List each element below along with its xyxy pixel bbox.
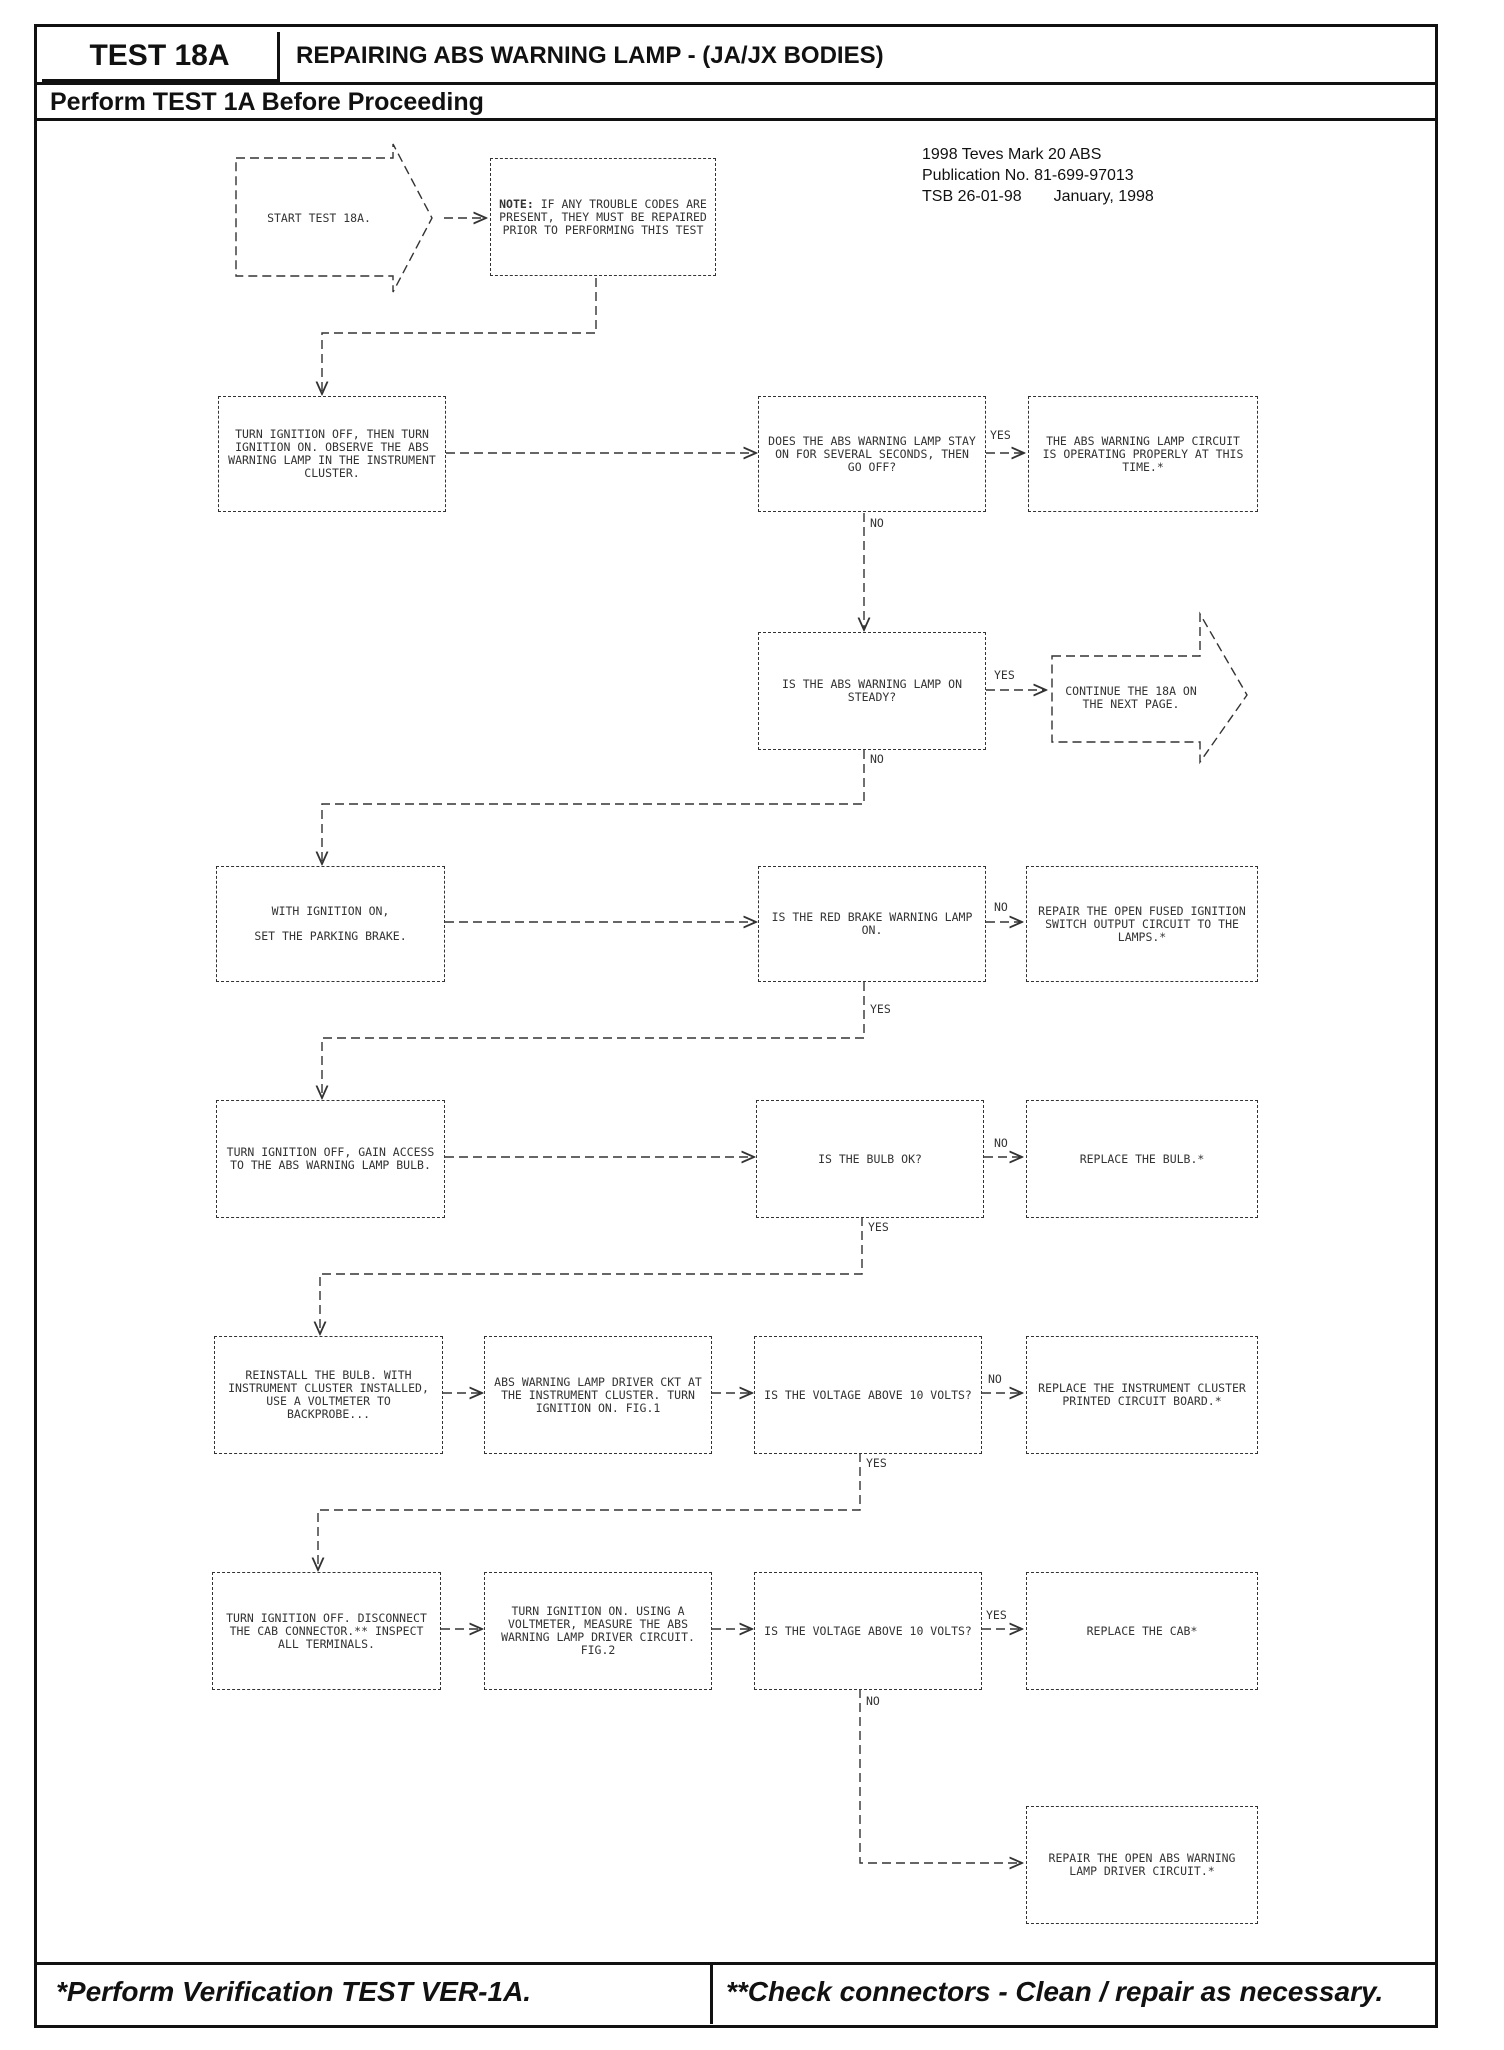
q5-no-label: NO: [988, 1372, 1002, 1386]
q6-yes-label: YES: [986, 1608, 1007, 1622]
start-arrow-shape: [235, 143, 433, 293]
q4-no-label: NO: [994, 1136, 1008, 1150]
pub-line2: Publication No. 81-699-97013: [922, 167, 1134, 184]
q5-yes-label: YES: [866, 1456, 887, 1470]
r3-box: REPAIR THE OPEN FUSED IGNITION SWITCH OU…: [1026, 866, 1258, 982]
note-label: NOTE:: [499, 196, 534, 211]
footer-divider: [37, 1962, 1435, 1965]
q5-box: IS THE VOLTAGE ABOVE 10 VOLTS?: [754, 1336, 982, 1454]
footer-separator: [710, 1964, 713, 2024]
note-box: NOTE: IF ANY TROUBLE CODES ARE PRESENT, …: [490, 158, 716, 276]
r5-box: REPLACE THE INSTRUMENT CLUSTER PRINTED C…: [1026, 1336, 1258, 1454]
q3-no-label: NO: [994, 900, 1008, 914]
q4-box: IS THE BULB OK?: [756, 1100, 984, 1218]
publication-info: 1998 Teves Mark 20 ABS Publication No. 8…: [922, 144, 1154, 207]
page-frame: [34, 24, 1438, 2028]
step3-box: WITH IGNITION ON, SET THE PARKING BRAKE.: [216, 866, 445, 982]
pub-tsb: TSB 26-01-98: [922, 188, 1022, 205]
r2-label: CONTINUE THE 18A ON THE NEXT PAGE.: [1065, 684, 1197, 711]
q1-box: DOES THE ABS WARNING LAMP STAY ON FOR SE…: [758, 396, 986, 512]
step5a-box: REINSTALL THE BULB. WITH INSTRUMENT CLUS…: [214, 1336, 443, 1454]
arrow-q5-yes: [318, 1453, 861, 1570]
header-divider: [37, 82, 1435, 85]
arrow-q2-no: [322, 750, 865, 864]
q6-no-label: NO: [866, 1694, 880, 1708]
q2-box: IS THE ABS WARNING LAMP ON STEADY?: [758, 632, 986, 750]
step5b-box: ABS WARNING LAMP DRIVER CKT AT THE INSTR…: [484, 1336, 712, 1454]
step3-line2: SET THE PARKING BRAKE.: [254, 929, 407, 943]
step4-box: TURN IGNITION OFF, GAIN ACCESS TO THE AB…: [216, 1100, 445, 1218]
r7-box: REPAIR THE OPEN ABS WARNING LAMP DRIVER …: [1026, 1806, 1258, 1924]
r4-box: REPLACE THE BULB.*: [1026, 1100, 1258, 1218]
arrow-note-to-step1: [322, 278, 597, 394]
subheader-divider: [37, 118, 1435, 121]
arrow-q4-yes: [320, 1217, 863, 1334]
step3-line1: WITH IGNITION ON,: [271, 904, 390, 918]
q3-yes-label: YES: [870, 1002, 891, 1016]
q6-box: IS THE VOLTAGE ABOVE 10 VOLTS?: [754, 1572, 982, 1690]
footer-left-note: *Perform Verification TEST VER-1A.: [56, 1976, 532, 2007]
footer-right-note: **Check connectors - Clean / repair as n…: [726, 1976, 1384, 2007]
arrow-q6-no: [859, 1689, 1022, 1863]
q3-box: IS THE RED BRAKE WARNING LAMP ON.: [758, 866, 986, 982]
subheader: Perform TEST 1A Before Proceeding: [50, 88, 484, 116]
r1-box: THE ABS WARNING LAMP CIRCUIT IS OPERATIN…: [1028, 396, 1258, 512]
start-label: START TEST 18A.: [267, 210, 371, 225]
continue-arrow-shape: [1051, 611, 1248, 765]
page-title: REPAIRING ABS WARNING LAMP - (JA/JX BODI…: [296, 42, 884, 69]
q1-no-label: NO: [870, 516, 884, 530]
q1-yes-label: YES: [990, 428, 1011, 442]
r6-box: REPLACE THE CAB*: [1026, 1572, 1258, 1690]
q2-no-label: NO: [870, 752, 884, 766]
q4-yes-label: YES: [868, 1220, 889, 1234]
arrow-q3-yes: [322, 982, 865, 1098]
note-text: IF ANY TROUBLE CODES ARE PRESENT, THEY M…: [499, 196, 707, 237]
step1-box: TURN IGNITION OFF, THEN TURN IGNITION ON…: [218, 396, 446, 512]
q2-yes-label: YES: [994, 668, 1015, 682]
step6b-box: TURN IGNITION ON. USING A VOLTMETER, MEA…: [484, 1572, 712, 1690]
test-id: TEST 18A: [42, 32, 280, 82]
pub-date: January, 1998: [1053, 188, 1154, 205]
pub-line1: 1998 Teves Mark 20 ABS: [922, 146, 1102, 163]
pub-line3: TSB 26-01-98 January, 1998: [922, 186, 1154, 207]
step6a-box: TURN IGNITION OFF. DISCONNECT THE CAB CO…: [212, 1572, 441, 1690]
